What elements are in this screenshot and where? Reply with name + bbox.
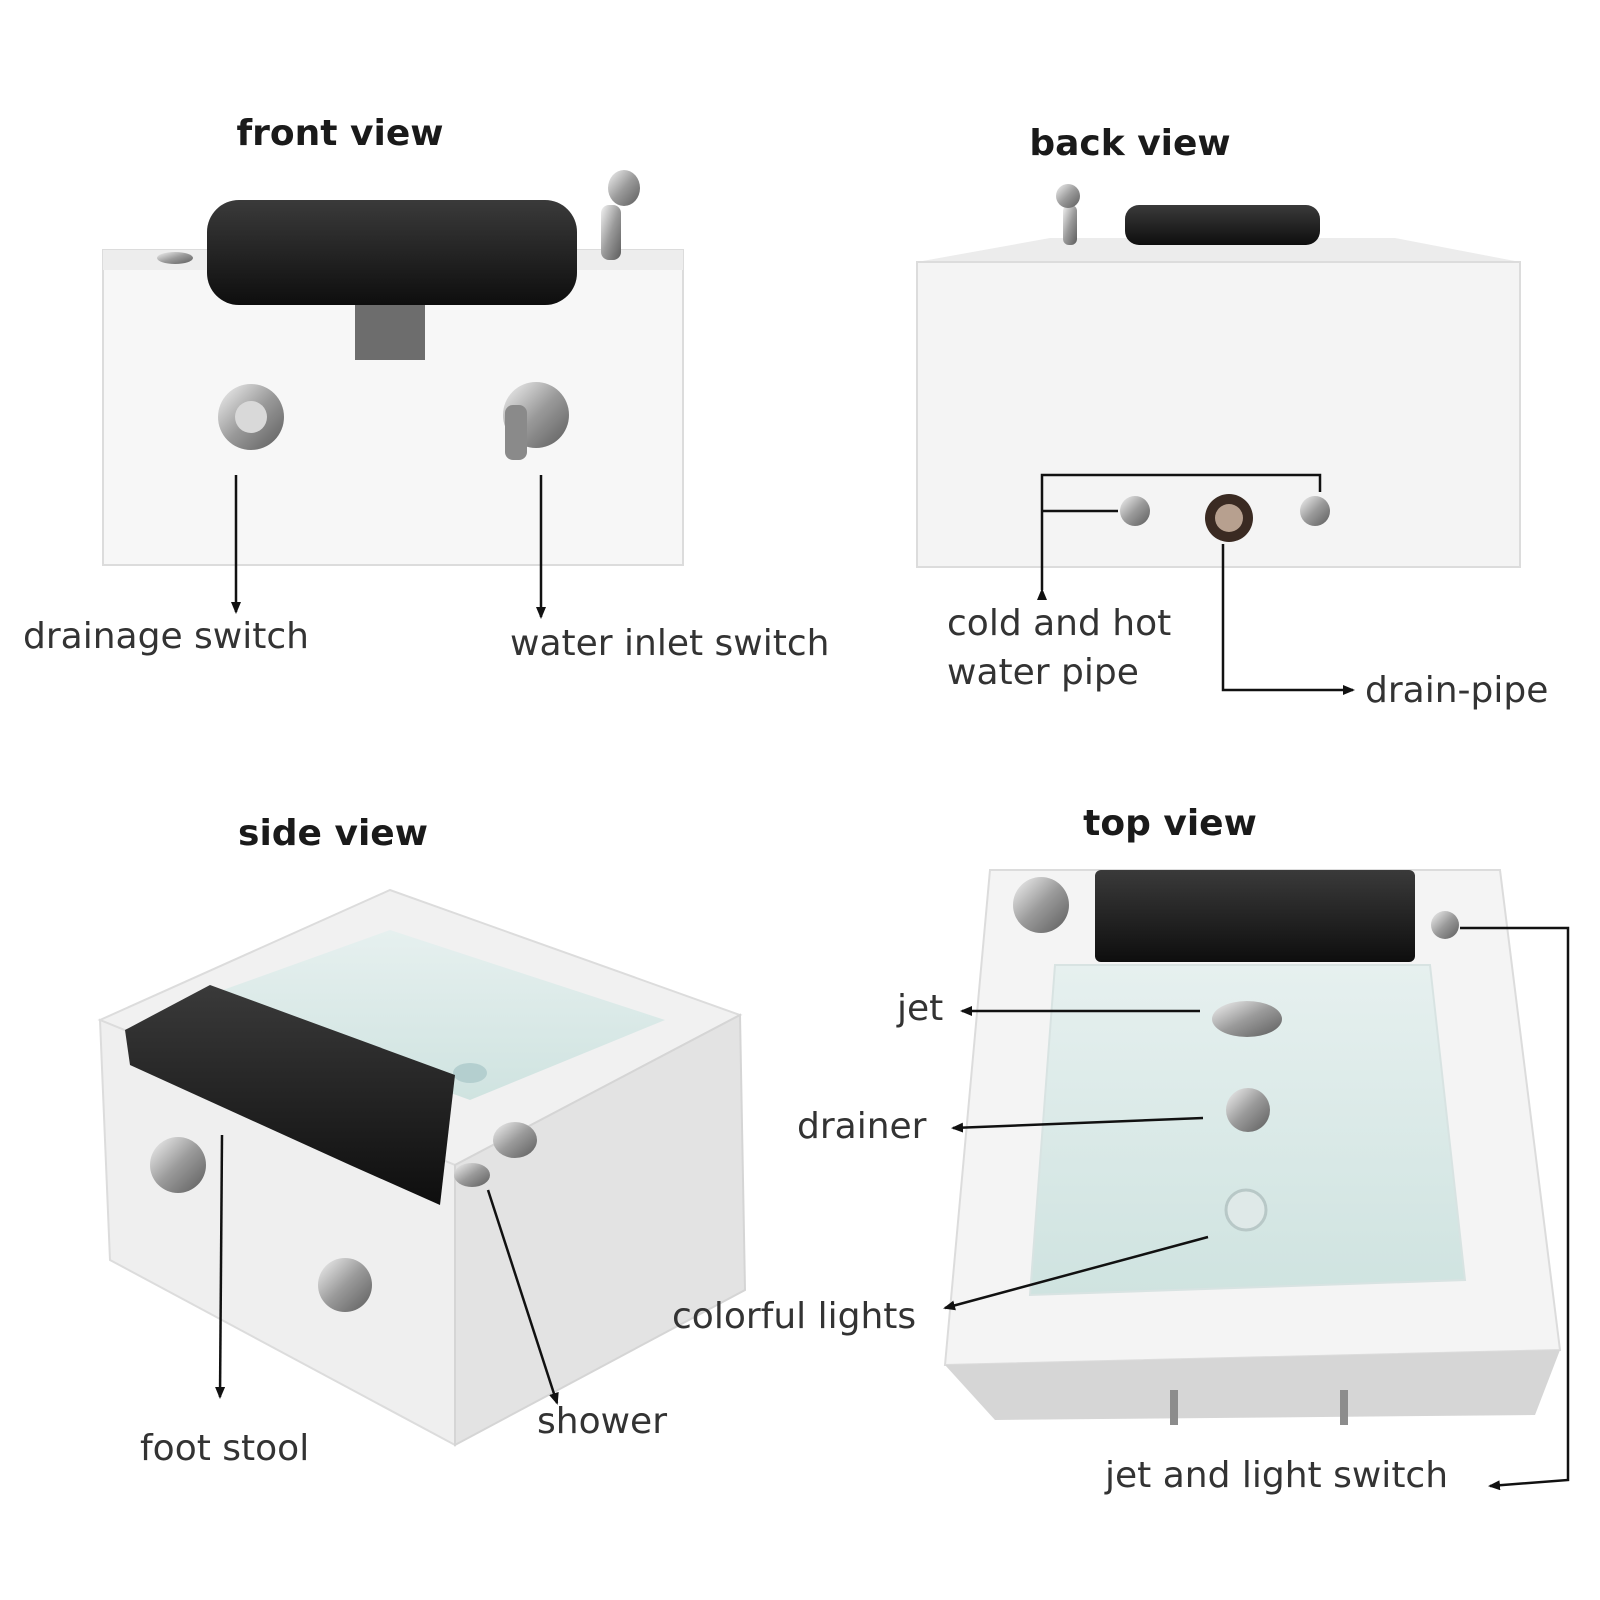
colorful-light: [1224, 1188, 1268, 1232]
side-view-title: side view: [238, 813, 428, 854]
top-shower-head: [1013, 877, 1069, 933]
shower-head: [1056, 184, 1080, 245]
top-view-panel: top view jet drainer colorful lights jet…: [672, 803, 1570, 1496]
hot-water-pipe: [1300, 496, 1330, 526]
back-view-panel: back view cold and hot water pipe drain-…: [916, 123, 1548, 711]
shower-label: shower: [537, 1401, 667, 1442]
drainer-label: drainer: [797, 1106, 927, 1147]
water-inlet-switch-label: water inlet switch: [510, 623, 829, 664]
front-tub: [102, 170, 684, 566]
drainage-switch-label: drainage switch: [23, 616, 309, 657]
tub-base: [945, 1350, 1560, 1420]
cold-hot-bracket-line: [1037, 473, 1322, 600]
cold-water-pipe: [1120, 496, 1150, 526]
jet-outlet: [1212, 1001, 1282, 1037]
pillow: [207, 200, 577, 305]
front-view-panel: front view drainage switch water inlet s…: [23, 113, 829, 664]
pillow: [1125, 205, 1320, 245]
drainer-arrow: [951, 1116, 1204, 1133]
side-tub: [97, 888, 747, 1447]
foot-stool-arrow: [215, 1134, 226, 1399]
front-view-title: front view: [237, 113, 444, 154]
side-view-panel: side view foot stool shower: [97, 813, 747, 1469]
back-view-title: back view: [1029, 123, 1230, 164]
shower-head: [601, 170, 640, 260]
drain-pipe-arrow: [1221, 544, 1355, 695]
jet-light-switch-button: [1431, 911, 1459, 939]
jet-label: jet: [896, 988, 943, 1029]
jet-light-switch-label: jet and light switch: [1104, 1455, 1448, 1496]
foot-stool-label: foot stool: [140, 1428, 309, 1469]
cold-hot-label-line2: water pipe: [947, 652, 1139, 693]
drainer-outlet: [1226, 1088, 1270, 1132]
side-knob-lower: [318, 1258, 372, 1312]
pillow: [1095, 870, 1415, 962]
side-knob-upper: [150, 1137, 206, 1193]
top-tub: [943, 869, 1562, 1425]
top-view-title: top view: [1083, 803, 1257, 844]
cold-hot-label-line1: cold and hot: [947, 603, 1171, 644]
colorful-lights-arrow: [943, 1235, 1209, 1311]
shower-arrow: [486, 1189, 559, 1405]
pillow: [125, 985, 455, 1205]
jet-light-switch-arrow: [1460, 926, 1570, 1491]
pillow-bracket: [355, 305, 425, 360]
back-tub: [916, 184, 1521, 568]
colorful-lights-label: colorful lights: [672, 1296, 916, 1337]
shower-head: [454, 1122, 537, 1187]
drain-pipe-label: drain-pipe: [1365, 670, 1548, 711]
